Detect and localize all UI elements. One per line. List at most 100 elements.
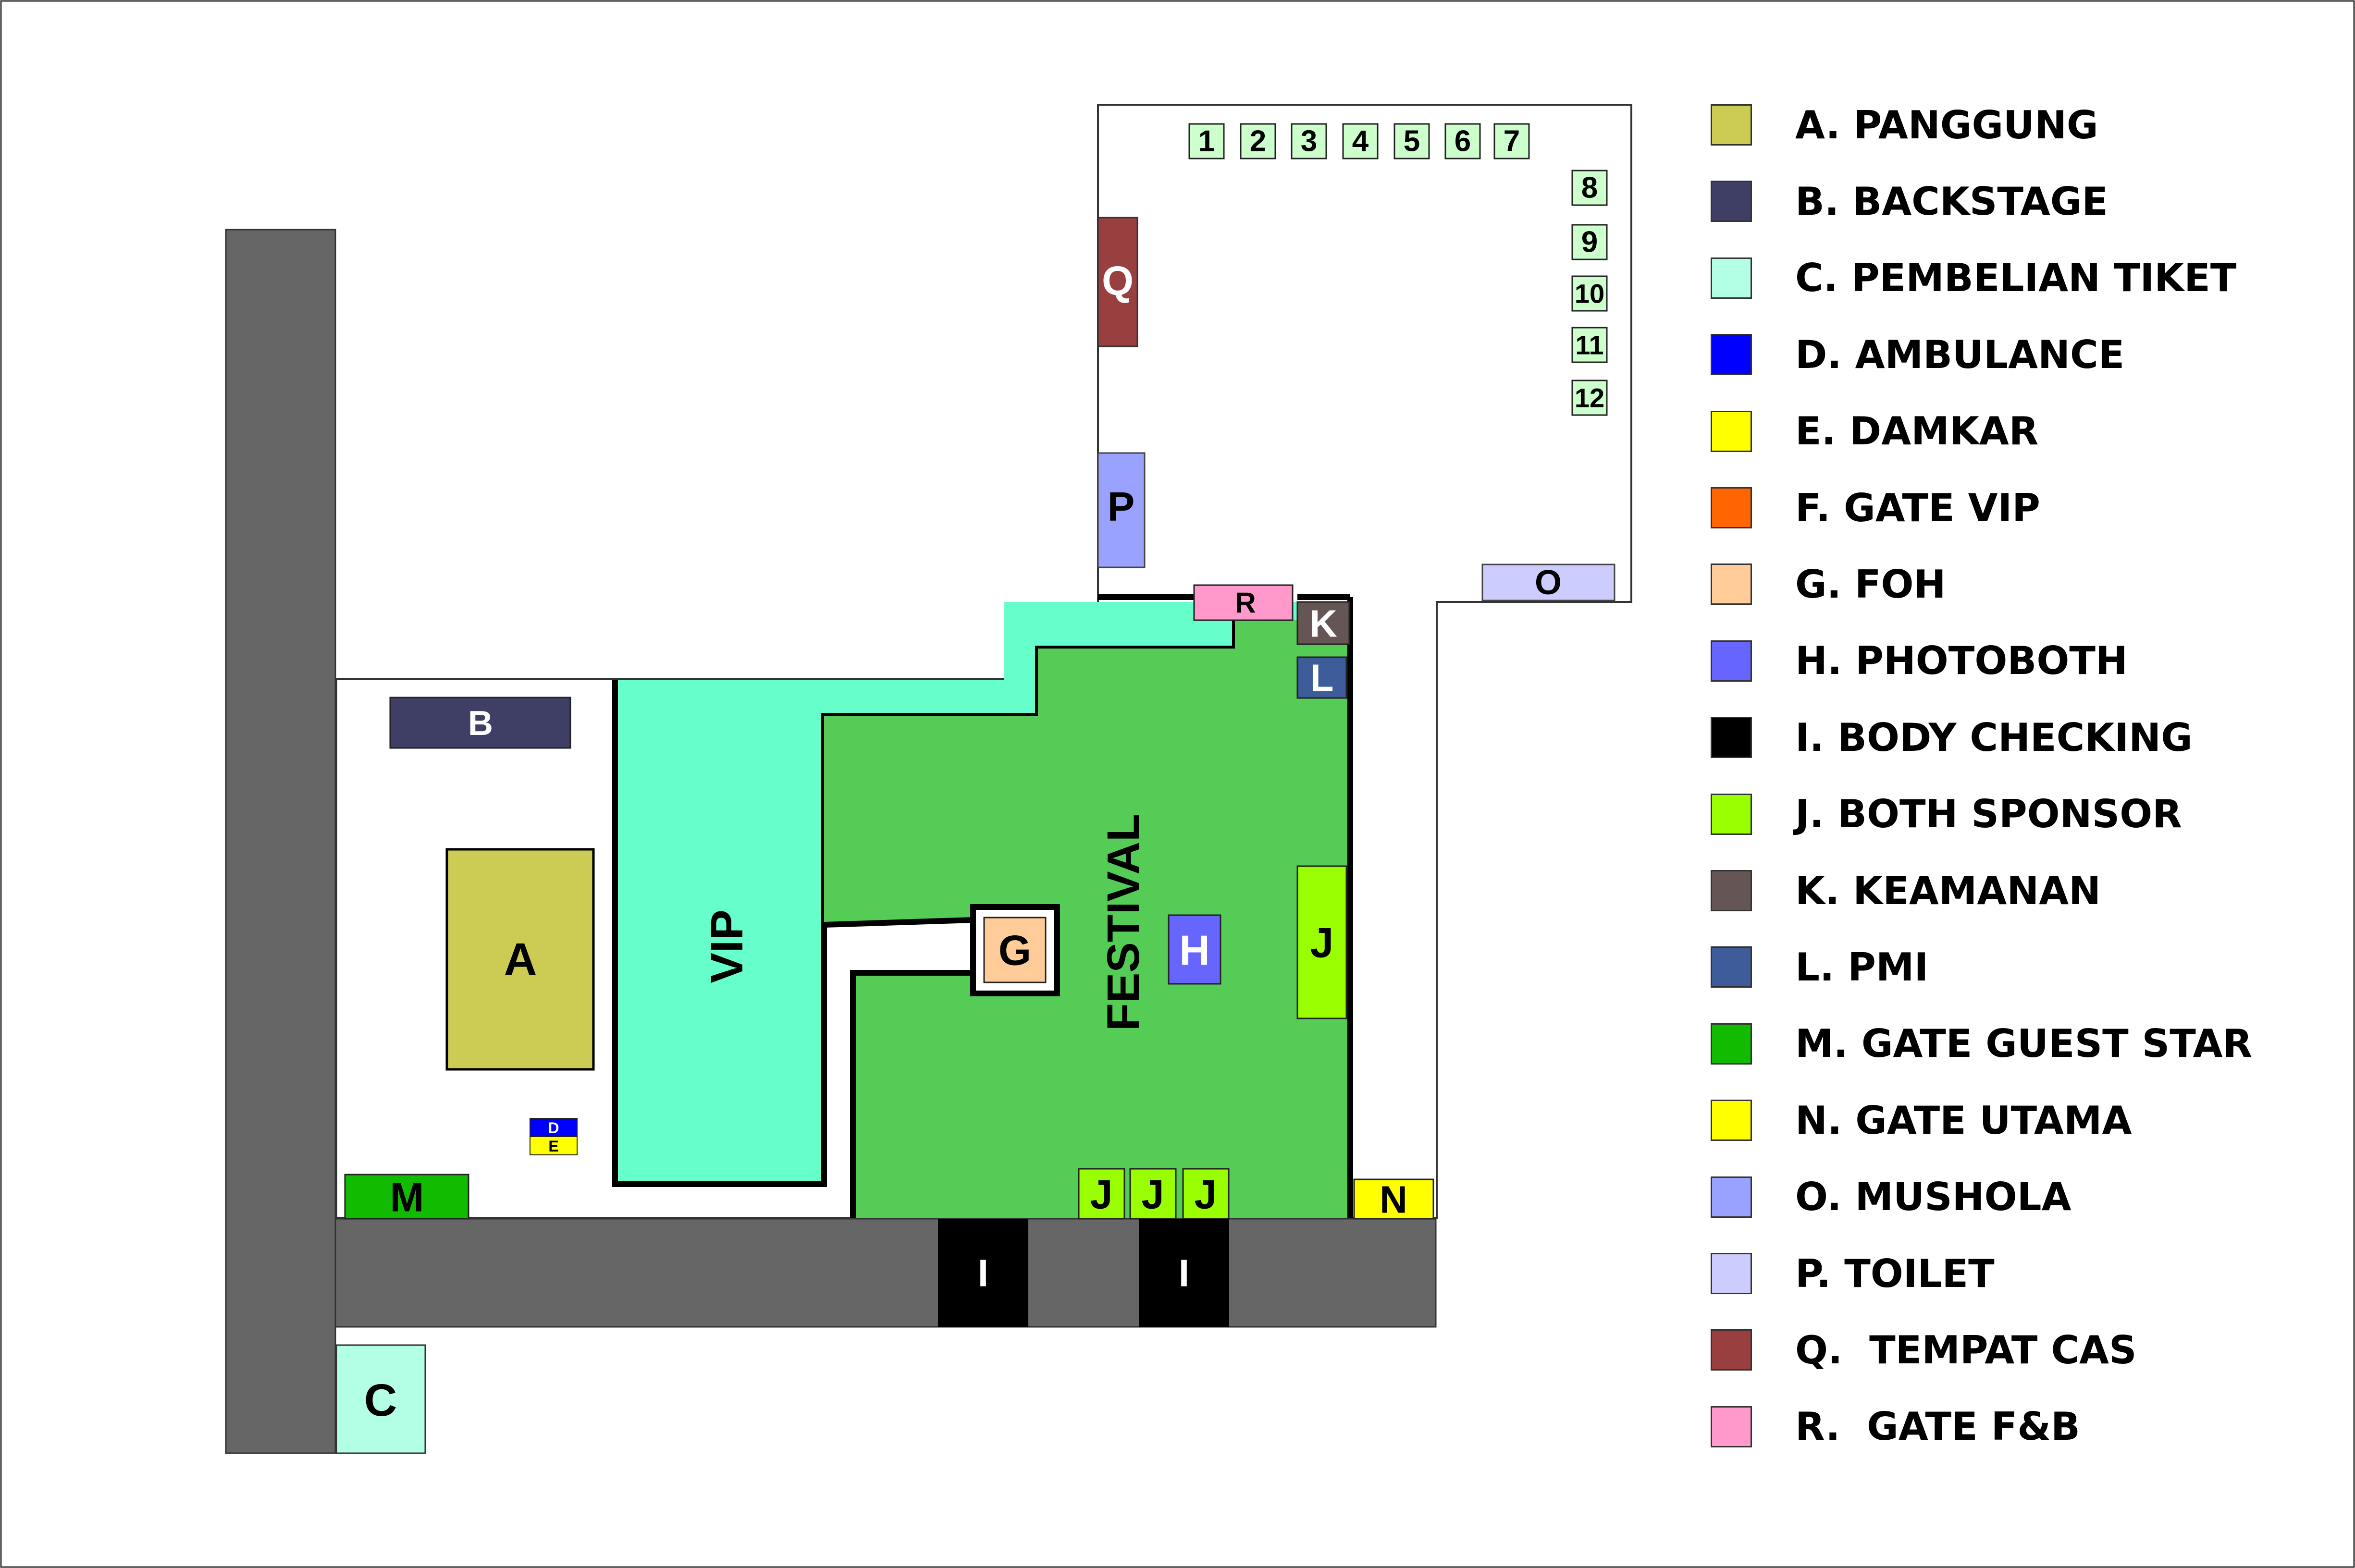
stall-8 — [1571, 170, 1608, 206]
stall-number: 10 — [1575, 279, 1604, 309]
ticket-c — [335, 1344, 426, 1454]
toilet-p-label: P — [1108, 484, 1135, 530]
security-k — [1296, 601, 1350, 645]
body-checking-i-label: I — [978, 1252, 988, 1295]
legend-label: N. GATE UTAMA — [1795, 1098, 2132, 1143]
legend-item: R. GATE F&B — [1711, 1398, 2080, 1456]
legend-label: D. AMBULANCE — [1795, 332, 2125, 377]
legend-label: B. BACKSTAGE — [1795, 179, 2108, 224]
stall-2 — [1240, 123, 1276, 159]
damkar-e-label: E — [548, 1138, 558, 1155]
legend-item: M. GATE GUEST STAR — [1711, 1015, 2252, 1073]
stall-6 — [1444, 123, 1481, 159]
legend-item: K. KEAMANAN — [1711, 862, 2101, 919]
legend-label: Q. TEMPAT CAS — [1795, 1327, 2137, 1372]
legend-swatch — [1711, 1176, 1752, 1218]
legend-label: I. BODY CHECKING — [1795, 715, 2193, 760]
legend-item: A. PANGGUNG — [1711, 96, 2098, 154]
stall-number: 5 — [1404, 125, 1420, 158]
stall-12 — [1571, 380, 1608, 416]
legend-label: R. GATE F&B — [1795, 1404, 2081, 1449]
stall-1 — [1188, 123, 1225, 159]
road-horizontal — [334, 1218, 1437, 1328]
gate-guest-star-m — [344, 1174, 469, 1220]
charging-q-label: Q — [1102, 258, 1134, 304]
sponsor-booth-j-label: J — [1310, 919, 1334, 967]
legend-label: H. PHOTOBOTH — [1795, 638, 2128, 684]
legend-item: J. BOTH SPONSOR — [1711, 785, 2182, 843]
legend-item: P. TOILET — [1711, 1245, 1995, 1302]
stall-number: 8 — [1581, 172, 1598, 205]
legend-item: H. PHOTOBOTH — [1711, 632, 2128, 690]
legend-swatch — [1711, 1023, 1752, 1065]
main-gate-n — [1353, 1178, 1434, 1220]
legend-label: A. PANGGUNG — [1795, 102, 2098, 147]
security-k-label: K — [1309, 602, 1337, 645]
body-checking-i — [938, 1219, 1028, 1327]
legend-swatch — [1711, 487, 1752, 528]
stall-number: 3 — [1301, 125, 1317, 158]
stall-number: 9 — [1581, 226, 1598, 259]
charging-q — [1097, 217, 1138, 347]
legend-label: M. GATE GUEST STAR — [1795, 1021, 2253, 1066]
sponsor-booth-j — [1296, 865, 1347, 1019]
stall-5 — [1393, 123, 1430, 159]
foh-g — [983, 917, 1047, 983]
legend-swatch — [1711, 334, 1752, 376]
legend-item: C. PEMBELIAN TIKET — [1711, 249, 2236, 307]
legend-swatch — [1711, 870, 1752, 911]
gate-guest-star-m-label: M — [390, 1175, 424, 1221]
legend-label: J. BOTH SPONSOR — [1795, 792, 2182, 837]
ticket-c-label: C — [364, 1375, 397, 1426]
legend-item: D. AMBULANCE — [1711, 326, 2124, 383]
legend-label: G. FOH — [1795, 562, 1946, 607]
backstage-b-label: B — [468, 704, 493, 743]
body-checking-i-label: I — [1179, 1252, 1189, 1295]
legend-swatch — [1711, 1100, 1752, 1141]
legend-swatch — [1711, 946, 1752, 988]
stall-number: 11 — [1575, 330, 1603, 360]
ambulance-d-label: D — [548, 1119, 559, 1137]
legend-item: L. PMI — [1711, 938, 1928, 996]
legend-item: I. BODY CHECKING — [1711, 709, 2193, 766]
vip-zone — [615, 602, 1350, 1184]
sponsor-booth-j-label: J — [1141, 1172, 1164, 1218]
legend-item: B. BACKSTAGE — [1711, 172, 2108, 230]
legend-swatch — [1711, 181, 1752, 222]
legend-item: Q. TEMPAT CAS — [1711, 1321, 2137, 1379]
stall-number: 7 — [1504, 125, 1520, 158]
gate-fnb-r — [1193, 584, 1294, 621]
legend-item: E. DAMKAR — [1711, 403, 2038, 460]
damkar-e — [530, 1136, 578, 1155]
pmi-l — [1296, 656, 1347, 699]
legend-item: F. GATE VIP — [1711, 479, 2040, 537]
legend-swatch — [1711, 410, 1752, 452]
stall-9 — [1571, 224, 1608, 260]
legend-item: N. GATE UTAMA — [1711, 1091, 2132, 1149]
legend-swatch — [1711, 717, 1752, 759]
legend-item: O. MUSHOLA — [1711, 1168, 2071, 1226]
gate-fnb-r-label: R — [1235, 587, 1256, 619]
legend-swatch — [1711, 1253, 1752, 1294]
vip-zone-label: VIP — [702, 909, 752, 983]
stall-number: 2 — [1250, 125, 1266, 158]
legend-item: G. FOH — [1711, 555, 1946, 613]
legend-label: K. KEAMANAN — [1795, 868, 2101, 913]
foh-g-label: G — [999, 927, 1031, 974]
backstage-b — [389, 697, 571, 749]
legend-swatch — [1711, 257, 1752, 299]
stall-number: 6 — [1455, 125, 1471, 158]
sponsor-booth-j — [1182, 1168, 1230, 1220]
festival-zone-label: FESTIVAL — [1098, 814, 1149, 1031]
legend-swatch — [1711, 793, 1752, 835]
sponsor-booth-j — [1078, 1168, 1125, 1220]
legend-swatch — [1711, 564, 1752, 605]
stall-10 — [1571, 275, 1608, 312]
sponsor-booth-j-label: J — [1194, 1172, 1217, 1218]
legend-swatch — [1711, 1406, 1752, 1447]
stage-a — [445, 848, 595, 1071]
sponsor-booth-j-label: J — [1090, 1172, 1112, 1218]
legend-swatch — [1711, 104, 1752, 146]
